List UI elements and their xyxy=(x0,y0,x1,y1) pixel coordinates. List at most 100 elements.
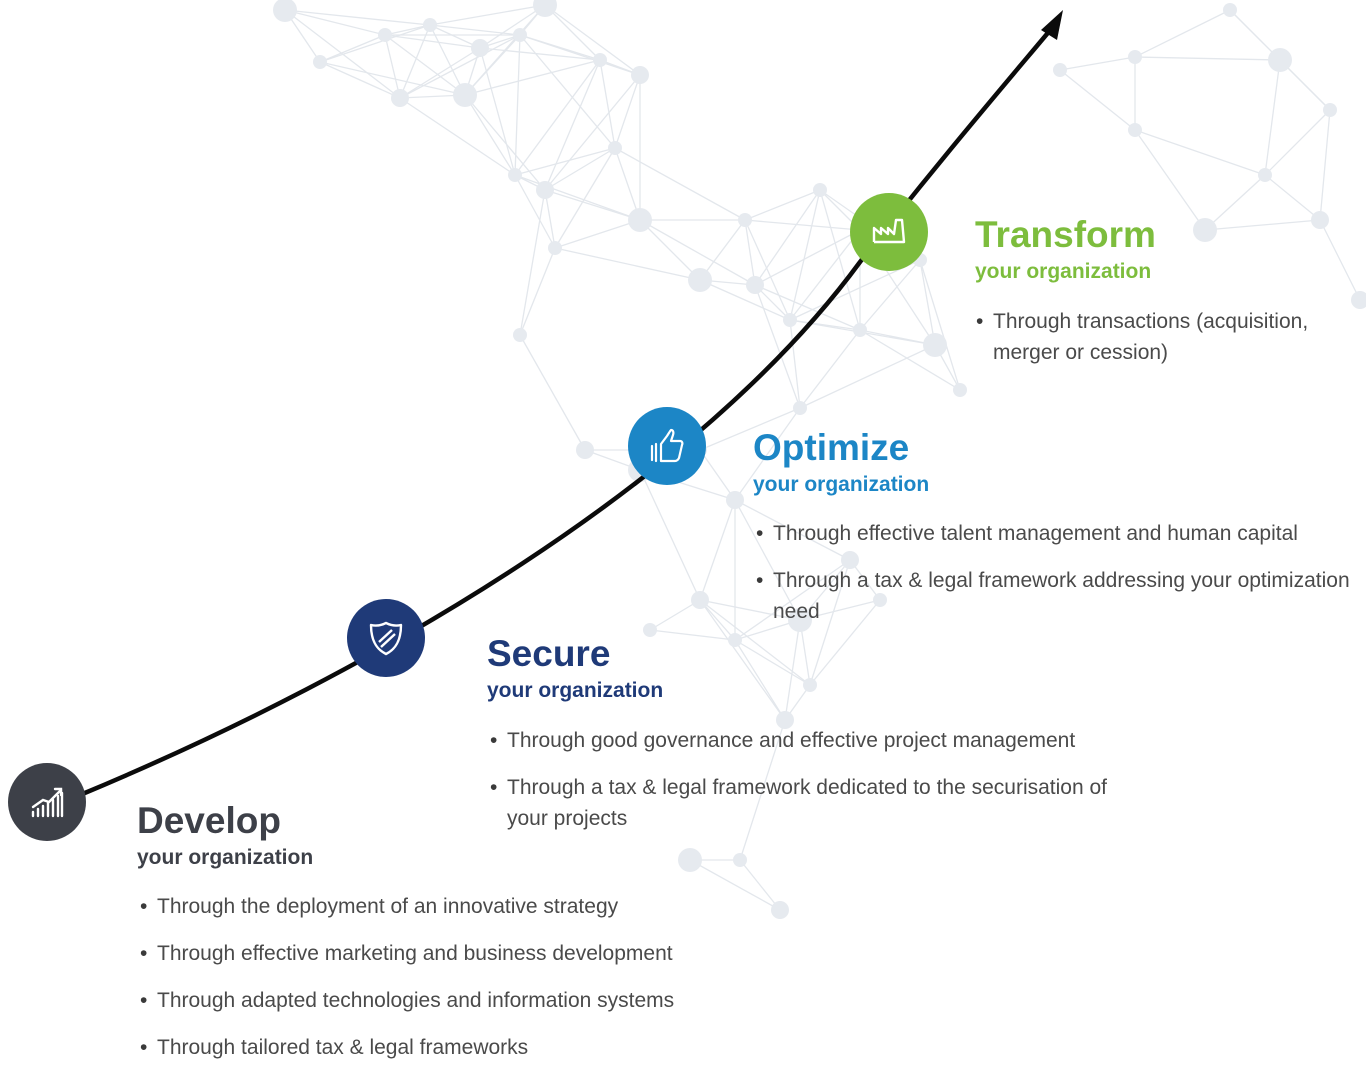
network-link xyxy=(859,259,921,331)
network-link xyxy=(819,189,861,331)
network-link xyxy=(514,59,601,176)
network-link xyxy=(754,189,821,286)
network-link xyxy=(384,34,481,49)
network-node xyxy=(1223,3,1237,17)
network-node xyxy=(803,678,817,692)
network-link xyxy=(319,61,466,96)
network-link xyxy=(429,24,521,36)
network-link xyxy=(514,174,556,249)
network-link xyxy=(544,189,556,249)
network-link xyxy=(384,24,431,36)
network-link xyxy=(699,599,786,721)
list-item: Through effective marketing and business… xyxy=(140,938,840,969)
transform-title: Transform xyxy=(975,214,1156,255)
network-link xyxy=(429,4,546,26)
list-item: Through adapted technologies and informa… xyxy=(140,985,840,1016)
network-link xyxy=(699,279,791,321)
network-node xyxy=(1323,103,1337,117)
network-node xyxy=(1351,291,1366,309)
network-link xyxy=(399,47,481,99)
network-link xyxy=(554,147,616,249)
secure-subtitle: your organization xyxy=(487,679,664,702)
network-link xyxy=(639,469,701,601)
network-link xyxy=(429,24,466,96)
network-node xyxy=(471,39,489,57)
network-link xyxy=(614,74,641,149)
network-link xyxy=(479,47,601,61)
network-link xyxy=(554,247,701,281)
secure-bullets: Through good governance and effective pr… xyxy=(490,725,1150,850)
optimize-subtitle: your organization xyxy=(753,473,930,496)
network-node xyxy=(1128,50,1142,64)
network-node xyxy=(453,83,477,107)
transform-bullets: Through transactions (acquisition, merge… xyxy=(976,306,1316,384)
optimize-icon-badge xyxy=(628,407,706,485)
network-node xyxy=(631,66,649,84)
network-node xyxy=(678,848,702,872)
network-link xyxy=(754,229,861,286)
network-node xyxy=(313,55,327,69)
network-link xyxy=(319,34,386,63)
network-node xyxy=(793,401,807,415)
network-link xyxy=(784,619,801,721)
network-link xyxy=(1134,129,1206,231)
network-node xyxy=(783,313,797,327)
network-link xyxy=(919,259,936,346)
network-link xyxy=(399,24,431,99)
network-link xyxy=(699,219,746,281)
network-link xyxy=(319,24,431,63)
network-link xyxy=(614,147,746,221)
network-link xyxy=(699,449,736,501)
network-link xyxy=(519,189,546,336)
thumbs-up-icon xyxy=(650,428,684,463)
network-link xyxy=(744,189,821,221)
network-link xyxy=(649,599,701,631)
network-link xyxy=(754,284,861,331)
network-node xyxy=(1128,123,1142,137)
network-link xyxy=(789,319,801,409)
network-link xyxy=(744,219,861,231)
network-node xyxy=(1311,211,1329,229)
list-item: Through good governance and effective pr… xyxy=(490,725,1150,756)
network-link xyxy=(554,219,641,249)
network-link xyxy=(544,147,616,191)
network-link xyxy=(399,34,521,99)
network-link xyxy=(464,94,546,191)
network-link xyxy=(734,639,811,686)
network-node xyxy=(728,633,742,647)
network-node xyxy=(688,268,712,292)
network-link xyxy=(464,59,601,96)
network-link xyxy=(464,4,546,96)
list-item: Through tailored tax & legal frameworks xyxy=(140,1032,840,1063)
network-link xyxy=(649,629,736,641)
secure-icon-badge xyxy=(347,599,425,677)
network-node xyxy=(643,623,657,637)
list-item: Through effective talent management and … xyxy=(756,518,1356,549)
network-link xyxy=(734,639,786,721)
network-link xyxy=(744,219,791,321)
arrow-head-icon xyxy=(1041,10,1063,40)
network-link xyxy=(789,259,921,321)
network-link xyxy=(599,59,616,149)
network-link xyxy=(384,34,401,99)
network-node xyxy=(378,28,392,42)
network-link xyxy=(919,259,961,391)
develop-title: Develop xyxy=(137,800,281,841)
network-link xyxy=(799,344,936,409)
network-node xyxy=(726,491,744,509)
growth-curve-line xyxy=(77,25,1055,798)
network-link xyxy=(1134,9,1231,58)
network-link xyxy=(284,9,431,26)
network-link xyxy=(519,34,616,149)
transform-icon-badge xyxy=(850,193,928,271)
list-item: Through the deployment of an innovative … xyxy=(140,891,840,922)
network-link xyxy=(1059,69,1136,131)
network-link xyxy=(519,34,601,61)
network-node xyxy=(628,208,652,232)
list-item: Through a tax & legal framework addressi… xyxy=(756,565,1356,627)
network-link xyxy=(319,61,401,99)
network-node xyxy=(536,181,554,199)
network-node xyxy=(273,0,297,22)
network-link xyxy=(639,219,756,286)
list-item: Through a tax & legal framework dedicate… xyxy=(490,772,1150,834)
